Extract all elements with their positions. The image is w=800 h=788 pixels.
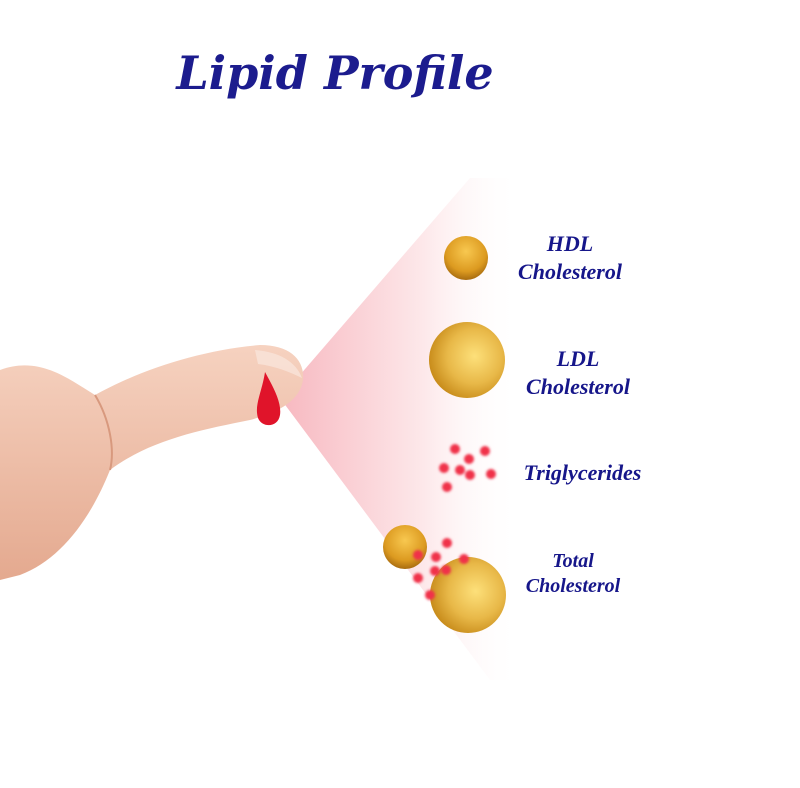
ldl-label-line2: Cholesterol (526, 374, 630, 399)
blood-drop (256, 372, 281, 426)
total-label-line2: Cholesterol (525, 575, 621, 597)
triglycerides-label: Triglycerides (505, 459, 660, 487)
total-triglyceride-dots (413, 538, 469, 600)
magnification-cone (280, 178, 520, 680)
total-label-line1: Total (552, 550, 594, 572)
page-title: Lipid Profile (176, 46, 494, 100)
ldl-particle (429, 322, 505, 398)
total-ldl-particle (430, 557, 506, 633)
hand (0, 345, 304, 580)
triglycerides-label-line1: Triglycerides (523, 460, 642, 485)
triglyceride-dots (439, 444, 496, 492)
total-hdl-particle (383, 525, 427, 569)
hdl-label-line1: HDL (546, 231, 594, 256)
ldl-label: LDL Cholesterol (508, 345, 648, 401)
ldl-label-line1: LDL (556, 346, 600, 371)
total-cholesterol-label: Total Cholesterol (503, 549, 643, 599)
hdl-label-line2: Cholesterol (518, 259, 622, 284)
hdl-label: HDL Cholesterol (500, 230, 640, 286)
hdl-particle (444, 236, 488, 280)
